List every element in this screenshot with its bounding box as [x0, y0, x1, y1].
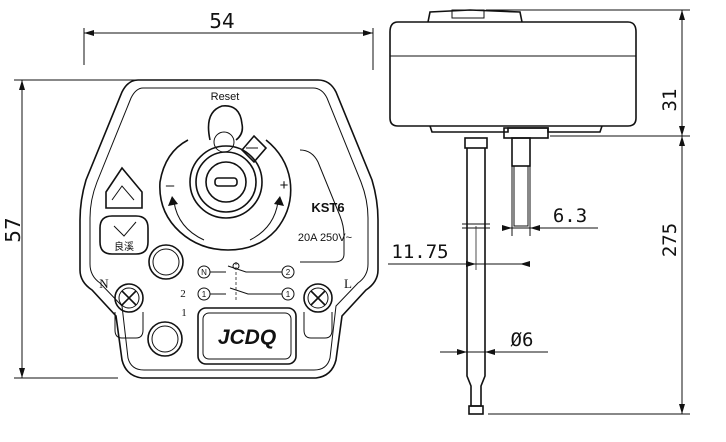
probe-dim-arrow-top	[679, 136, 685, 146]
probe-tip	[468, 405, 484, 415]
side-top-tab	[451, 9, 485, 19]
model-label: KST6	[311, 200, 344, 215]
check-icon	[113, 221, 137, 237]
quality-badge-text: 良溪	[114, 240, 134, 253]
switch-node-2-label: 2	[286, 268, 291, 277]
body-inner-outline	[89, 87, 369, 371]
dial-arrow-left-arc	[173, 201, 205, 241]
knob-slot	[214, 177, 238, 187]
height-arrow-bottom	[19, 368, 25, 378]
switch-node-n-label: N	[201, 268, 207, 277]
switch-label-2: 2	[180, 288, 186, 300]
knob-face	[205, 161, 247, 203]
offset-dim-arrow-left	[466, 261, 476, 267]
indicator-circle-lower	[147, 321, 183, 357]
rating-label: 20A 250V~	[298, 232, 352, 244]
indicator-circle-upper	[148, 244, 184, 280]
switch-line-upper	[210, 265, 282, 273]
indicator-circle-upper-inner	[152, 248, 180, 276]
diameter-dim-arrow-right	[485, 349, 495, 355]
terminal-screw-l	[303, 283, 333, 339]
reset-label: Reset	[211, 91, 240, 103]
lock-marker-diamond	[240, 134, 268, 164]
body-outline	[79, 79, 379, 379]
width-arrow-left	[84, 30, 94, 36]
dial-minus-label: –	[166, 177, 175, 194]
body-dim-arrow-top	[679, 10, 685, 20]
side-view: 31 275 6.3 11.75 Ø6	[388, 9, 690, 415]
switch-knob	[232, 262, 240, 270]
offset-dim-arrow-right	[520, 261, 530, 267]
indicator-circle-lower-inner	[151, 325, 179, 353]
offset-dim-value: 11.75	[391, 241, 448, 263]
terminal-l-label: L	[344, 276, 352, 291]
home-badge-icon	[111, 185, 135, 201]
height-dimension-value: 57	[1, 217, 25, 242]
brand-logo: JCDQ	[218, 326, 276, 349]
label-panel-outline	[299, 149, 345, 263]
dial-plus-label: +	[280, 177, 289, 194]
diameter-dim-value: Ø6	[511, 329, 534, 351]
reset-button	[207, 105, 244, 141]
home-badge	[105, 166, 143, 209]
brand-plate-inner	[202, 312, 292, 360]
side-base-block	[503, 127, 549, 139]
switch-schematic: N 2 1 1	[197, 262, 295, 302]
knob-rim	[195, 151, 257, 213]
probe-dim-arrow-bottom	[679, 404, 685, 414]
probe-dim-value: 275	[659, 223, 681, 257]
height-arrow-top	[19, 80, 25, 90]
switch-node-1b-label: 1	[286, 290, 291, 299]
pin-upper	[511, 137, 531, 167]
pin-dim-arrow-left	[502, 225, 512, 231]
front-view: 54 57 Reset – + KST6 20A 250V~	[1, 9, 379, 379]
dial-outer-ring	[159, 139, 292, 251]
reset-pin-circle	[213, 131, 235, 153]
pin-lower	[513, 165, 529, 227]
dial-arrow-right-head	[274, 196, 284, 206]
pin-dim-arrow-right	[530, 225, 540, 231]
probe-collar	[464, 137, 488, 149]
dial-arrow-right-arc	[249, 201, 279, 241]
pin-dim-value: 6.3	[553, 205, 587, 227]
side-top-cap	[427, 9, 523, 23]
width-arrow-right	[363, 30, 373, 36]
diameter-dim-arrow-left	[457, 349, 467, 355]
width-dimension-value: 54	[209, 9, 234, 33]
side-base-flange	[429, 125, 603, 133]
probe-stem	[466, 148, 486, 407]
knob-outer[interactable]	[189, 145, 263, 219]
terminal-screw-n	[114, 283, 144, 339]
dial-arrow-left-head	[168, 196, 178, 206]
switch-label-1: 1	[181, 307, 187, 319]
side-housing	[389, 21, 637, 127]
terminal-n-label: N	[99, 276, 109, 291]
quality-badge	[99, 215, 149, 255]
body-dim-arrow-bottom	[679, 126, 685, 136]
switch-line-lower	[210, 287, 282, 295]
switch-node-1-label: 1	[202, 290, 207, 299]
brand-plate	[197, 307, 297, 365]
body-dim-value: 31	[659, 89, 681, 112]
